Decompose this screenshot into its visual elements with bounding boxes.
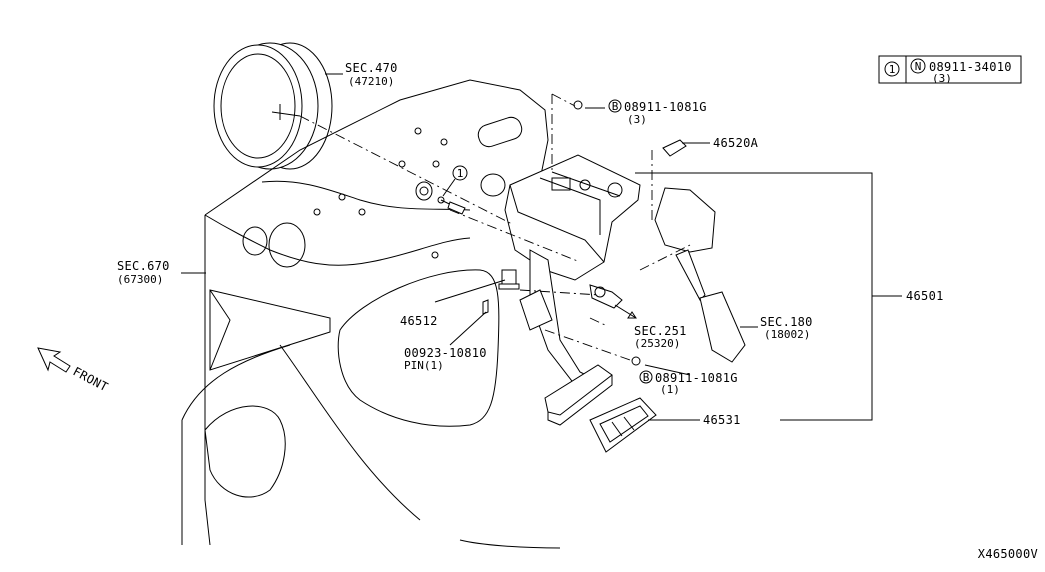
pin-part-number: 00923-10810 [404, 346, 487, 360]
legend-part-number: 08911-34010 [929, 60, 1012, 74]
brake-pedal-assembly-drawing [504, 100, 687, 426]
bolt-bottom-qty: (1) [660, 383, 680, 396]
callout-sec251[interactable]: SEC.251 (25320) [634, 324, 687, 350]
brake-booster-drawing [213, 42, 333, 170]
bolt-bottom-symbol: B [643, 371, 650, 384]
legend-marker: 1 [889, 63, 896, 76]
sec251-label: SEC.251 [634, 324, 687, 338]
diagram-code: X465000V [978, 547, 1038, 561]
sec470-code: (47210) [348, 75, 394, 88]
callout-46501[interactable]: 46501 [906, 289, 944, 303]
part-46531-label: 46531 [703, 413, 741, 427]
pedal-pad-46531-drawing [589, 397, 657, 453]
legend-code-symbol: N [915, 60, 922, 73]
callout-sec470[interactable]: SEC.470 (47210) [345, 61, 398, 88]
sec670-code: (67300) [117, 273, 163, 286]
callout-bolt-bottom[interactable]: B 08911-1081G (1) [639, 370, 738, 396]
callout-sec670[interactable]: SEC.670 (67300) [117, 259, 170, 286]
callout-bolt-top[interactable]: B 08911-1081G (3) [608, 99, 707, 126]
front-direction-indicator: FRONT [37, 347, 111, 394]
dash-panel-drawing [181, 79, 561, 549]
bolt-bottom-part: 08911-1081G [655, 371, 738, 385]
callout-pin[interactable]: 00923-10810 PIN(1) [404, 346, 487, 372]
bolt-top-qty: (3) [627, 113, 647, 126]
dashed-leaders [299, 93, 691, 361]
sec470-label: SEC.470 [345, 61, 398, 75]
pin-qty: PIN(1) [404, 359, 444, 372]
svg-text:1: 1 [457, 167, 464, 180]
accelerator-pedal-drawing [654, 187, 746, 363]
legend-box: 1 N 08911-34010 (3) [878, 55, 1022, 85]
callout-sec180[interactable]: SEC.180 (18002) [760, 315, 813, 341]
callout-46531[interactable]: 46531 [703, 413, 741, 427]
legend-quantity: (3) [932, 72, 952, 85]
bolt-top-part: 08911-1081G [624, 100, 707, 114]
sec251-code: (25320) [634, 337, 680, 350]
part-46520a-label: 46520A [713, 136, 759, 150]
circle-marker-1: 1 [437, 165, 468, 215]
sec670-label: SEC.670 [117, 259, 170, 273]
sec180-label: SEC.180 [760, 315, 813, 329]
bolt-top-symbol: B [612, 100, 619, 113]
callout-46520a[interactable]: 46520A [713, 136, 759, 150]
part-46512-label: 46512 [400, 314, 438, 328]
solid-leaders [181, 73, 902, 421]
front-label: FRONT [71, 364, 111, 394]
sec180-code: (18002) [764, 328, 810, 341]
callout-46512[interactable]: 46512 [400, 314, 438, 328]
part-46501-label: 46501 [906, 289, 944, 303]
